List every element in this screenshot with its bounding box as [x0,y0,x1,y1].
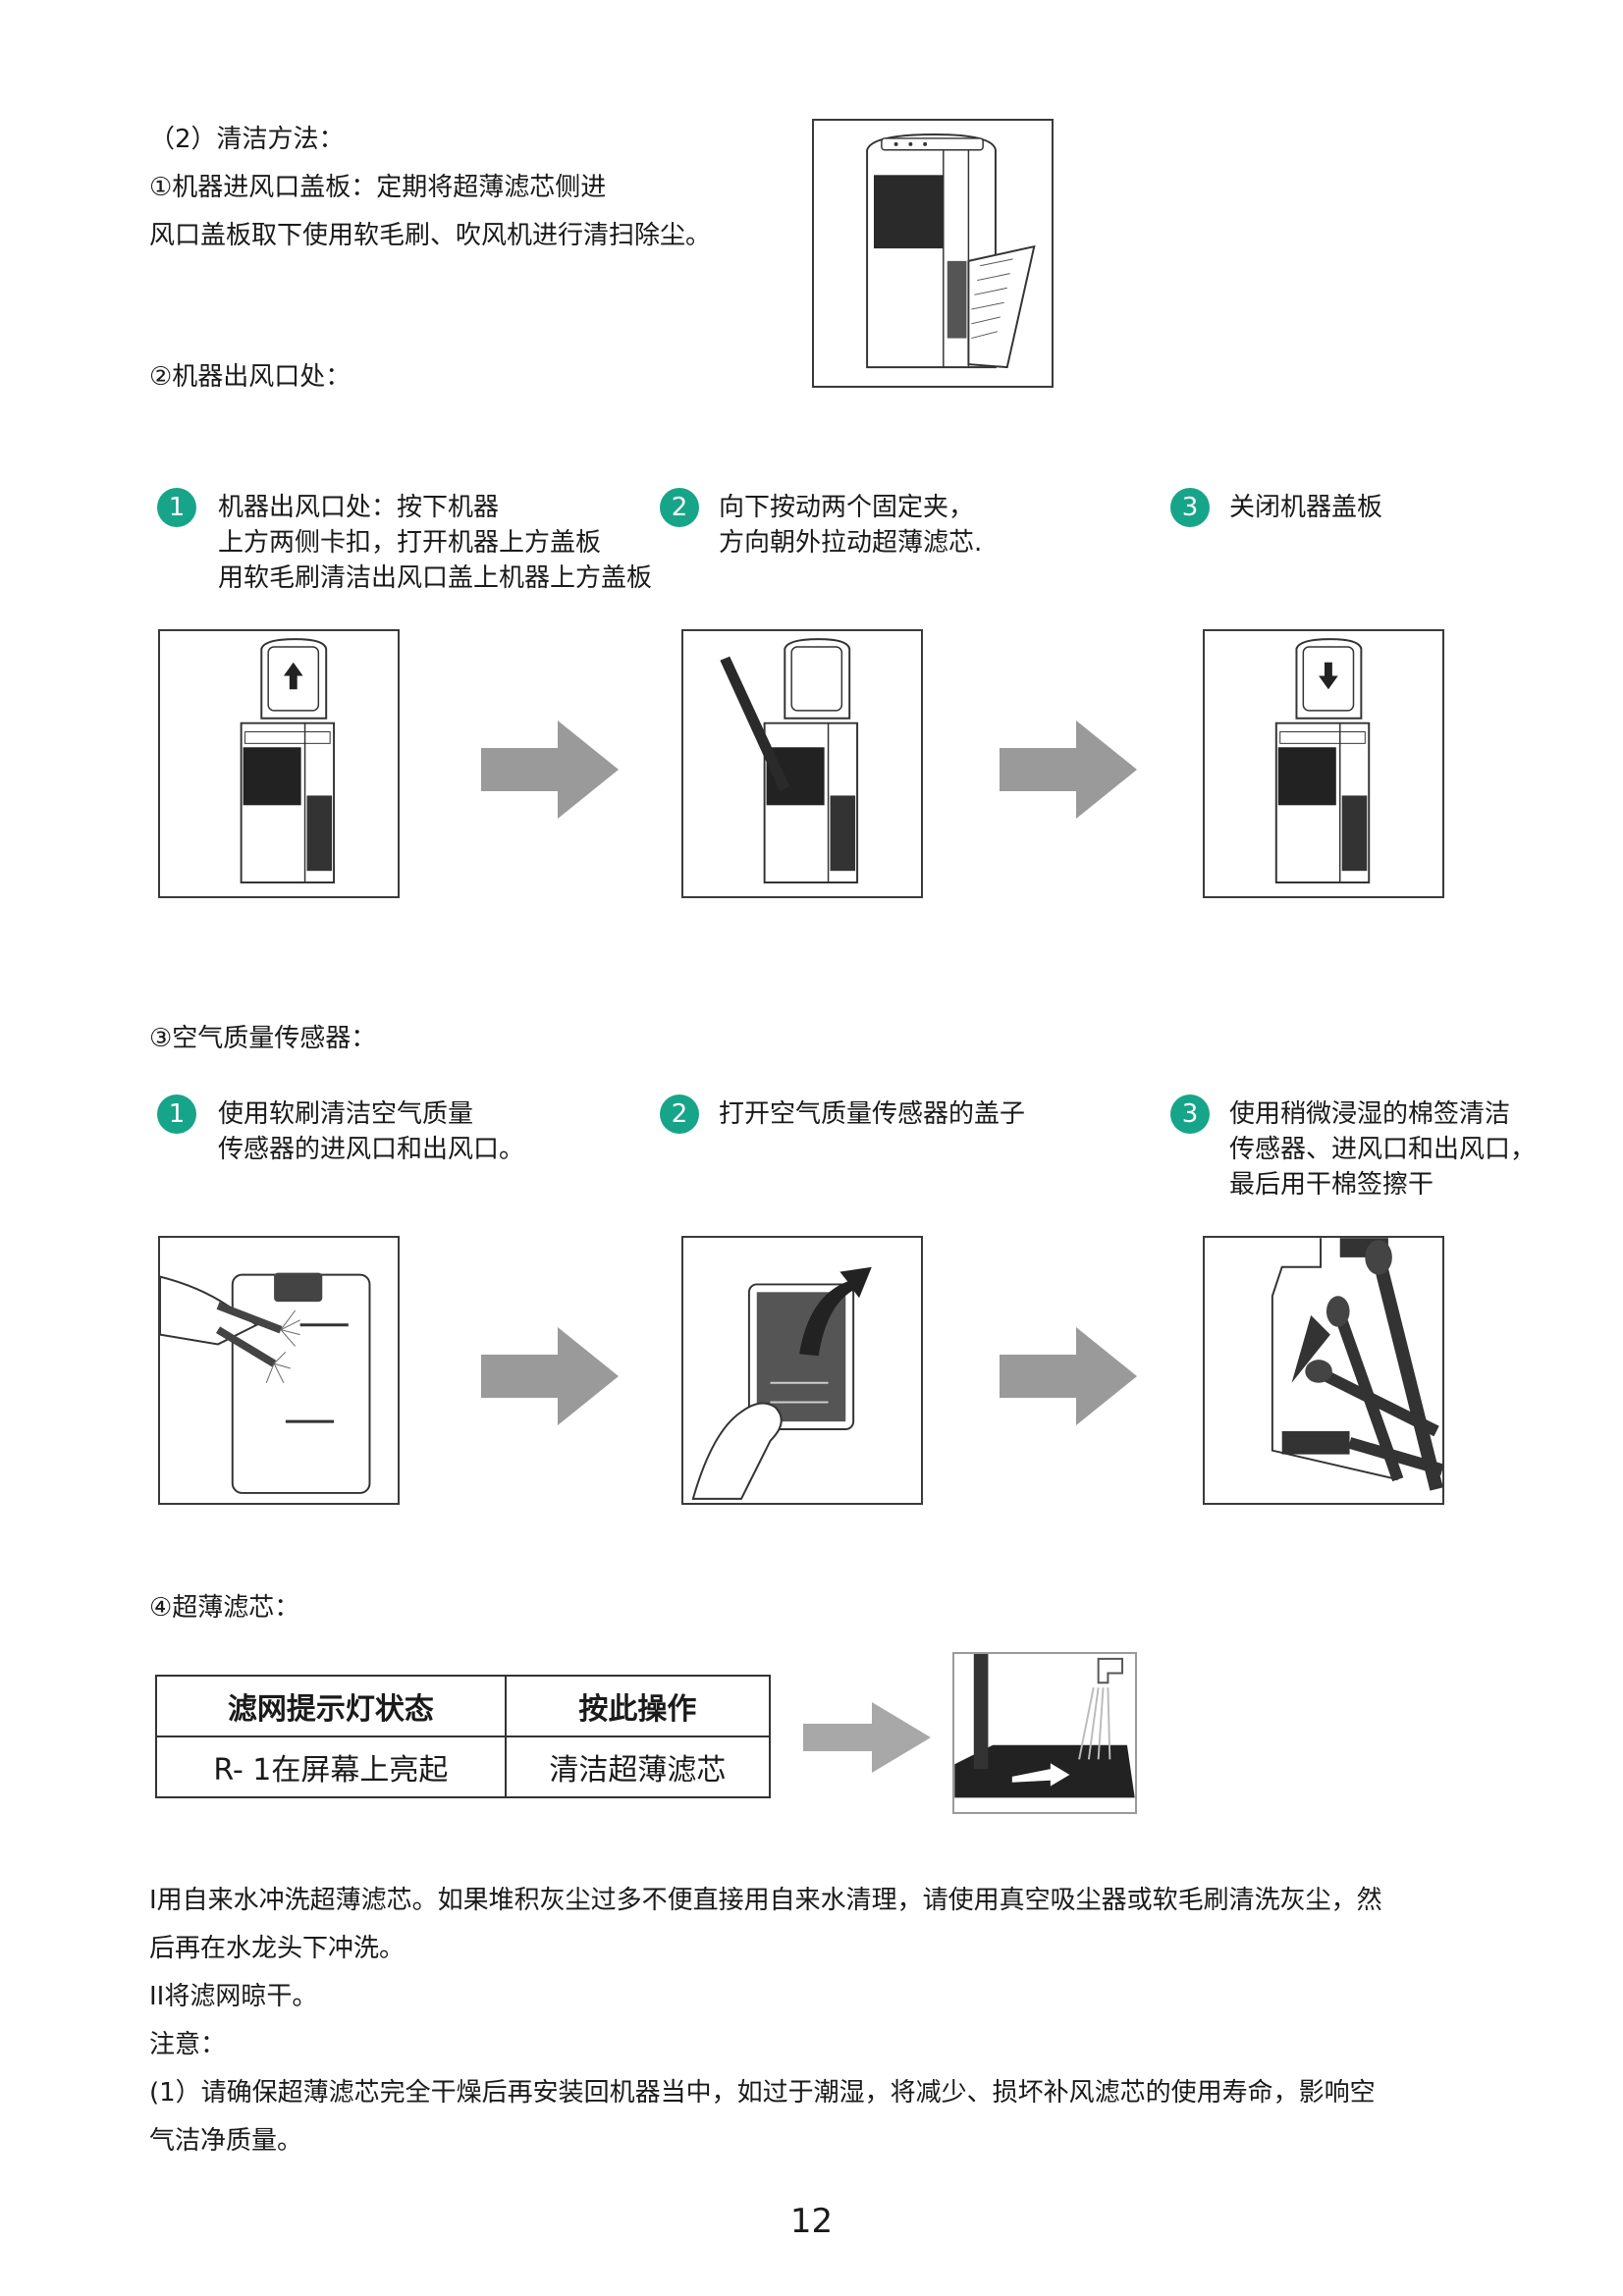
arrow-right-icon [1000,1327,1137,1425]
step-text-line: 上方两侧卡扣，打开机器上方盖板 [218,528,602,558]
page-number: 12 [789,2202,834,2241]
step-text: 使用软刷清洁空气质量 传感器的进风口和出风口。 [218,1096,524,1167]
filter-status-table: 滤网提示灯状态 按此操作 R- 1在屏幕上亮起 清洁超薄滤芯 [155,1675,772,1798]
table-header: 按此操作 [504,1675,772,1737]
step-text-line: 打开空气质量传感器的盖子 [719,1099,1026,1129]
inlet-text-line: 风口盖板取下使用软毛刷、吹风机进行清扫除尘。 [149,221,712,250]
step-text: 使用稍微浸湿的棉签清洁 传感器、进风口和出风口， 最后用干棉签擦干 [1229,1096,1536,1202]
step-text-line: 传感器的进风口和出风口。 [218,1135,525,1164]
table-cell: R- 1在屏幕上亮起 [155,1735,507,1798]
step-text: 关闭机器盖板 [1229,490,1382,525]
body-text-line: I用自来水冲洗超薄滤芯。如果堆积灰尘过多不便直接用自来水清理，请使用真空吸尘器或… [149,1886,1382,1915]
table-row: R- 1在屏幕上亮起 清洁超薄滤芯 [155,1735,772,1798]
step-badge: 2 [660,488,699,527]
body-text-line: 后再在水龙头下冲洗。 [149,1934,406,1963]
step-text-line: 关闭机器盖板 [1229,493,1383,522]
section-heading: （2）清洁方法： [149,125,345,154]
inlet-text-line: ①机器进风口盖板：定期将超薄滤芯侧进 [149,173,607,202]
sensor-step1-image [158,1236,400,1505]
table-cell: 清洁超薄滤芯 [504,1735,772,1798]
step-text: 机器出风口处：按下机器 上方两侧卡扣，打开机器上方盖板 用软毛刷清洁出风口盖上机… [218,490,652,596]
step-text-line: 使用软刷清洁空气质量 [218,1099,474,1129]
step-text-line: 机器出风口处：按下机器 [218,493,500,522]
outlet-heading: ②机器出风口处： [149,362,352,392]
sensor-heading: ③空气质量传感器： [149,1024,377,1053]
body-text-line: II将滤网晾干。 [149,1982,318,2011]
step-badge: 3 [1170,1095,1210,1134]
step-text-line: 方向朝外拉动超薄滤芯. [719,528,983,558]
outlet-step3-image [1203,629,1444,898]
table-header: 滤网提示灯状态 [155,1675,507,1737]
note-text-line: (1）请确保超薄滤芯完全干燥后再安装回机器当中，如过于潮湿，将减少、损坏补风滤芯… [149,2078,1376,2108]
step-text-line: 传感器、进风口和出风口， [1229,1135,1537,1164]
step-text-line: 使用稍微浸湿的棉签清洁 [1229,1099,1511,1129]
step-badge: 1 [157,1095,196,1134]
arrow-right-icon [803,1702,931,1773]
outlet-step2-image [681,629,923,898]
step-text: 向下按动两个固定夹， 方向朝外拉动超薄滤芯. [719,490,982,561]
arrow-right-icon [1000,721,1137,819]
purifier-open-cover-image [812,119,1054,388]
step-badge: 2 [660,1095,699,1134]
step-text: 打开空气质量传感器的盖子 [719,1096,1025,1132]
filter-rinse-image [952,1652,1137,1814]
note-text-line: 气洁净质量。 [149,2126,303,2156]
step-badge: 1 [157,488,196,527]
sensor-step3-image [1203,1236,1444,1505]
step-text-line: 向下按动两个固定夹， [719,493,975,522]
arrow-right-icon [481,721,619,819]
table-header-row: 滤网提示灯状态 按此操作 [155,1675,772,1737]
step-badge: 3 [1170,488,1210,527]
step-text-line: 用软毛刷清洁出风口盖上机器上方盖板 [218,563,653,593]
step-text-line: 最后用干棉签擦干 [1229,1170,1434,1200]
outlet-step1-image [158,629,400,898]
note-label: 注意： [149,2030,227,2059]
arrow-right-icon [481,1327,619,1425]
sensor-step2-image [681,1236,923,1505]
filter-heading: ④超薄滤芯： [149,1593,300,1623]
